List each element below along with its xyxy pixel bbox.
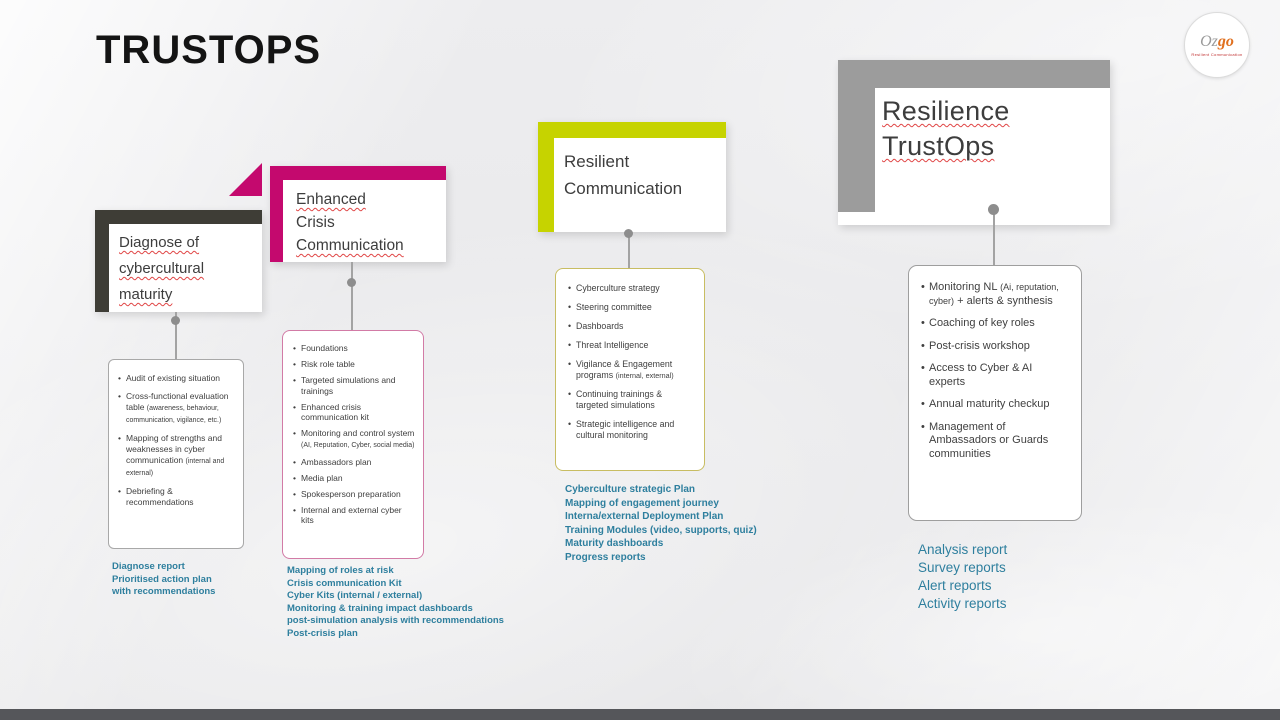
list-item: Debriefing & recommendations — [118, 486, 236, 508]
deliverable-line: Crisis communication Kit — [287, 577, 402, 589]
bracket-left-bar — [270, 166, 283, 262]
deliverable-line: Mapping of engagement journey — [565, 497, 719, 509]
list-item: Media plan — [293, 473, 415, 484]
deliverable-line: with recommendations — [112, 586, 216, 597]
list-item: Targeted simulations and trainings — [293, 375, 415, 396]
deliverable-line: Cyberculture strategic Plan — [565, 484, 696, 495]
bracket-top-bar — [95, 210, 262, 224]
deliverable-line: Training Modules (video, supports, quiz) — [565, 524, 757, 536]
logo-tagline: Resilient Communication — [1191, 51, 1243, 57]
deliverable-line: Maturity dashboards — [565, 538, 664, 549]
list-item: Spokesperson preparation — [293, 489, 415, 500]
logo-brand-text: Ozgo — [1200, 32, 1234, 50]
connector-dot — [171, 316, 180, 325]
deliverable-line: Diagnose report — [112, 561, 185, 572]
list-item: Monitoring NL (Ai, reputation, cyber) + … — [921, 281, 1071, 308]
bracket-left-bar — [538, 122, 554, 232]
header-line: Resilient — [564, 152, 630, 171]
deliverable-line: Prioritised action plan — [112, 573, 212, 585]
deliverable-line: Cyber Kits (internal / external) — [287, 590, 423, 601]
bracket-left-bar — [838, 60, 875, 212]
deliverable-line: Interna/external Deployment Plan — [565, 511, 724, 522]
column-header-card: Diagnose of cybercultural maturity — [95, 210, 262, 312]
list-item: Annual maturity checkup — [921, 398, 1071, 412]
list-item: Mapping of strengths and weaknesses in c… — [118, 433, 236, 479]
list-item: Cyberculture strategy — [568, 283, 696, 294]
list-item: Audit of existing situation — [118, 373, 236, 384]
header-line: maturity — [119, 286, 173, 303]
connector-dot — [624, 229, 633, 238]
connector-line — [175, 312, 177, 359]
feature-list: Monitoring NL (Ai, reputation, cyber) + … — [908, 265, 1082, 521]
header-line: Resilience — [882, 96, 1010, 126]
bracket-top-bar — [538, 122, 726, 138]
header-line: TrustOps — [882, 131, 995, 161]
deliverable-line: post-simulation analysis with recommenda… — [287, 615, 504, 626]
connector-line — [993, 205, 995, 265]
header-line: Diagnose of — [119, 234, 200, 251]
list-item: Threat Intelligence — [568, 340, 696, 351]
list-item: Internal and external cyber kits — [293, 505, 415, 526]
logo-text-oz: Oz — [1200, 32, 1218, 50]
list-item: Steering committee — [568, 302, 696, 313]
header-line: Communication — [564, 179, 683, 198]
header-line: Crisis — [296, 214, 335, 231]
list-item: Risk role table — [293, 359, 415, 370]
bottom-accent-bar — [0, 709, 1280, 720]
deliverable-line: Monitoring & training impact dashboards — [287, 602, 473, 614]
list-item: Monitoring and control system (AI, Reput… — [293, 428, 415, 451]
slide-title: TRUSTOPS — [96, 28, 322, 72]
list-item: Foundations — [293, 343, 415, 354]
list-item: Continuing trainings & targeted simulati… — [568, 389, 696, 411]
deliverable-line: Progress reports — [565, 551, 646, 563]
feature-list: Cyberculture strategySteering committeeD… — [555, 268, 705, 471]
list-item: Dashboards — [568, 321, 696, 332]
header-line: cybercultural — [119, 260, 205, 277]
connector-dot — [347, 278, 356, 287]
list-item: Ambassadors plan — [293, 457, 415, 468]
list-item: Enhanced crisis communication kit — [293, 402, 415, 423]
connector-line — [628, 232, 630, 268]
deliverable-line: Activity reports — [918, 596, 1007, 611]
deliverable-line: Survey reports — [918, 560, 1006, 575]
logo-text-go: go — [1217, 32, 1234, 50]
bracket-top-bar — [270, 166, 446, 180]
header-line: Enhanced — [296, 191, 366, 208]
feature-list: FoundationsRisk role tableTargeted simul… — [282, 330, 424, 559]
deliverable-line: Analysis report — [918, 542, 1008, 557]
list-item: Vigilance & Engagement programs (interna… — [568, 359, 696, 381]
header-line: Communication — [296, 237, 404, 254]
deliverable-line: Mapping of roles at risk — [287, 565, 394, 576]
column-diagnose-maturity: Diagnose of cybercultural maturity Audit o… — [95, 163, 295, 643]
connector-line — [351, 262, 353, 330]
company-logo: Ozgo Resilient Communication — [1184, 12, 1250, 78]
list-item: Coaching of key roles — [921, 317, 1071, 331]
deliverable-line: Alert reports — [918, 578, 992, 593]
list-item: Strategic intelligence and cultural moni… — [568, 419, 696, 441]
list-item: Cross-functional evaluation table (aware… — [118, 391, 236, 426]
bracket-left-bar — [95, 210, 109, 312]
flag-triangle-icon — [229, 163, 262, 196]
connector-dot — [988, 204, 999, 215]
bracket-top-bar — [838, 60, 1110, 88]
deliverable-line: Post-crisis plan — [287, 627, 358, 639]
column-title: Diagnose of cybercultural maturity — [119, 230, 204, 308]
list-item: Post-crisis workshop — [921, 340, 1071, 354]
list-item: Management of Ambassadors or Guards comm… — [921, 421, 1071, 462]
list-item: Access to Cyber & AI experts — [921, 362, 1071, 389]
feature-list: Audit of existing situationCross-functio… — [108, 359, 244, 549]
